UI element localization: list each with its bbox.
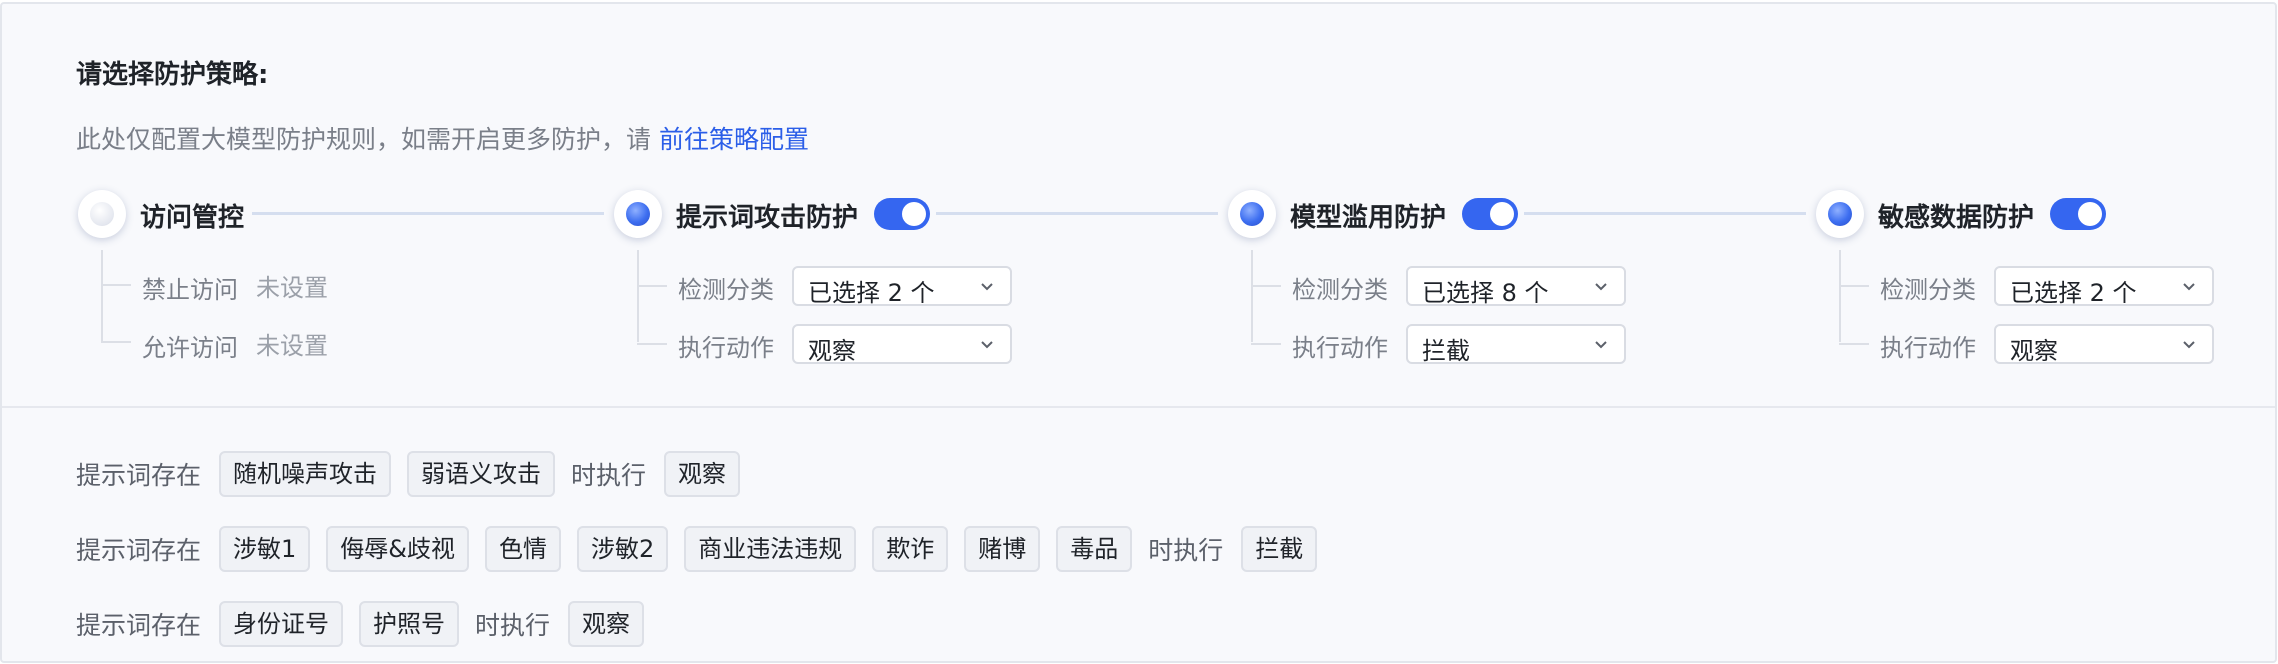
prompt-attack-toggle[interactable] bbox=[874, 198, 930, 230]
rule-summary-prompt-attack: 提示词存在 随机噪声攻击 弱语义攻击 时执行 观察 bbox=[76, 450, 756, 498]
model-abuse-category-select[interactable]: 已选择 8 个 bbox=[1406, 266, 1626, 307]
tree-line bbox=[637, 285, 667, 287]
policy-hint-text: 此处仅配置大模型防护规则，如需开启更多防护，请 bbox=[76, 125, 652, 154]
policy-config-section: 请选择防护策略: 此处仅配置大模型防护规则，如需开启更多防护，请 前往策略配置 … bbox=[2, 4, 2275, 406]
step-node-model-abuse bbox=[1228, 190, 1276, 238]
select-value: 观察 bbox=[2010, 337, 2058, 365]
chevron-down-icon bbox=[1595, 341, 1607, 349]
field-label-detect-category: 检测分类 bbox=[678, 276, 774, 304]
rule-tags: 涉敏1 侮辱&歧视 色情 涉敏2 商业违法违规 欺诈 赌博 毒品 bbox=[219, 526, 1148, 572]
action-tag: 拦截 bbox=[1241, 526, 1318, 572]
select-value: 拦截 bbox=[1422, 337, 1470, 365]
category-tag: 侮辱&歧视 bbox=[326, 526, 470, 572]
chevron-down-icon bbox=[2183, 341, 2195, 349]
sensitive-data-toggle[interactable] bbox=[2050, 198, 2106, 230]
select-value: 已选择 8 个 bbox=[1422, 279, 1549, 307]
category-tag: 随机噪声攻击 bbox=[219, 451, 392, 497]
tree-line bbox=[1839, 343, 1869, 345]
category-tag: 商业违法违规 bbox=[684, 526, 857, 572]
rule-summary-sensitive-data: 提示词存在 身份证号 护照号 时执行 观察 bbox=[76, 600, 660, 648]
step-label-prompt-attack: 提示词攻击防护 bbox=[676, 203, 859, 233]
rule-tags: 随机噪声攻击 弱语义攻击 bbox=[219, 451, 571, 497]
action-tag: 观察 bbox=[568, 601, 645, 647]
rule-middle: 时执行 bbox=[475, 611, 551, 640]
category-tag: 毒品 bbox=[1056, 526, 1133, 572]
step-connector bbox=[1524, 212, 1806, 215]
model-abuse-action-select[interactable]: 拦截 bbox=[1406, 324, 1626, 365]
page-title: 请选择防护策略: bbox=[76, 60, 269, 90]
field-value-allow-access: 未设置 bbox=[256, 332, 328, 360]
prompt-attack-action-select[interactable]: 观察 bbox=[792, 324, 1012, 365]
field-label-detect-category: 检测分类 bbox=[1292, 276, 1388, 304]
category-tag: 护照号 bbox=[359, 601, 460, 647]
category-tag: 身份证号 bbox=[219, 601, 344, 647]
model-abuse-toggle[interactable] bbox=[1462, 198, 1518, 230]
field-label-allow-access: 允许访问 bbox=[142, 334, 238, 362]
field-label-action: 执行动作 bbox=[678, 334, 774, 362]
sensitive-data-category-select[interactable]: 已选择 2 个 bbox=[1994, 266, 2214, 307]
category-tag: 欺诈 bbox=[872, 526, 949, 572]
rule-prefix: 提示词存在 bbox=[76, 461, 202, 490]
tree-line bbox=[1251, 250, 1253, 342]
rule-summary-model-abuse: 提示词存在 涉敏1 侮辱&歧视 色情 涉敏2 商业违法违规 欺诈 赌博 毒品 时… bbox=[76, 525, 1333, 573]
field-label-action: 执行动作 bbox=[1292, 334, 1388, 362]
step-node-prompt-attack bbox=[614, 190, 662, 238]
rule-prefix: 提示词存在 bbox=[76, 536, 202, 565]
select-value: 观察 bbox=[808, 337, 856, 365]
step-node-sensitive-data bbox=[1816, 190, 1864, 238]
rule-middle: 时执行 bbox=[1148, 536, 1224, 565]
prompt-attack-category-select[interactable]: 已选择 2 个 bbox=[792, 266, 1012, 307]
step-connector bbox=[252, 212, 604, 215]
tree-line bbox=[1839, 250, 1841, 342]
policy-hint: 此处仅配置大模型防护规则，如需开启更多防护，请 前往策略配置 bbox=[76, 120, 809, 156]
step-label-sensitive-data: 敏感数据防护 bbox=[1878, 203, 2035, 233]
field-label-detect-category: 检测分类 bbox=[1880, 276, 1976, 304]
field-label-action: 执行动作 bbox=[1880, 334, 1976, 362]
field-label-deny-access: 禁止访问 bbox=[142, 276, 238, 304]
chevron-down-icon bbox=[981, 341, 993, 349]
category-tag: 涉敏1 bbox=[219, 526, 311, 572]
field-value-deny-access: 未设置 bbox=[256, 274, 328, 302]
action-tag: 观察 bbox=[664, 451, 741, 497]
tree-line bbox=[1251, 343, 1281, 345]
section-divider bbox=[2, 406, 2275, 408]
tree-line bbox=[1251, 285, 1281, 287]
step-connector bbox=[936, 212, 1218, 215]
chevron-down-icon bbox=[981, 283, 993, 291]
rule-middle: 时执行 bbox=[571, 461, 647, 490]
category-tag: 赌博 bbox=[964, 526, 1041, 572]
tree-line bbox=[101, 250, 103, 342]
category-tag: 弱语义攻击 bbox=[407, 451, 556, 497]
tree-line bbox=[637, 250, 639, 342]
category-tag: 涉敏2 bbox=[577, 526, 669, 572]
tree-line bbox=[101, 341, 131, 343]
go-policy-config-link[interactable]: 前往策略配置 bbox=[658, 125, 809, 154]
step-label-access-control: 访问管控 bbox=[140, 203, 245, 233]
select-value: 已选择 2 个 bbox=[2010, 279, 2137, 307]
rule-prefix: 提示词存在 bbox=[76, 611, 202, 640]
chevron-down-icon bbox=[1595, 283, 1607, 291]
sensitive-data-action-select[interactable]: 观察 bbox=[1994, 324, 2214, 365]
step-node-access-control bbox=[78, 190, 126, 238]
rule-tags: 身份证号 护照号 bbox=[219, 601, 475, 647]
step-label-model-abuse: 模型滥用防护 bbox=[1290, 203, 1447, 233]
category-tag: 色情 bbox=[485, 526, 562, 572]
chevron-down-icon bbox=[2183, 283, 2195, 291]
tree-line bbox=[101, 284, 131, 286]
select-value: 已选择 2 个 bbox=[808, 279, 935, 307]
tree-line bbox=[637, 343, 667, 345]
tree-line bbox=[1839, 285, 1869, 287]
